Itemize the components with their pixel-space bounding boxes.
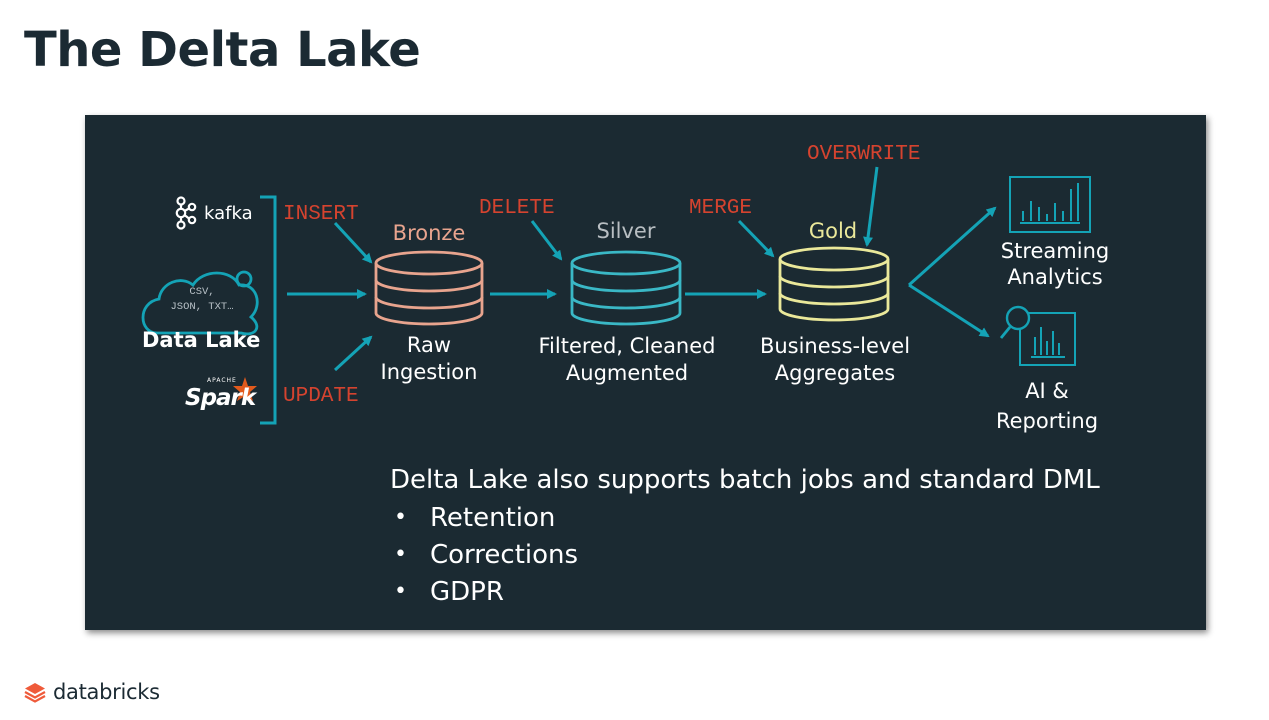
silver-desc-line1: Filtered, Cleaned — [538, 334, 716, 358]
ai-reporting-label: AI & Reporting — [977, 376, 1117, 436]
dml-notes: Delta Lake also supports batch jobs and … — [390, 465, 1100, 610]
gold-tier-label: Gold — [808, 219, 858, 243]
delete-op-label: DELETE — [479, 197, 555, 220]
streaming-chart-icon — [1009, 176, 1091, 233]
databricks-logo: databricks — [23, 677, 160, 707]
spark-label: Spark — [185, 385, 256, 411]
bullet-icon: • — [394, 505, 407, 530]
gold-desc-line1: Business-level — [759, 334, 911, 358]
bronze-tier-description: Raw Ingestion — [349, 332, 509, 386]
kafka-label: kafka — [204, 203, 253, 224]
page-title: The Delta Lake — [24, 22, 421, 78]
cloud-formats-text: CSV, JSON, TXT… — [157, 285, 247, 315]
databricks-wordmark: databricks — [53, 680, 160, 704]
streaming-analytics-label: Streaming Analytics — [985, 238, 1125, 290]
insert-op-label: INSERT — [283, 203, 359, 226]
data-lake-label: Data Lake — [142, 328, 261, 352]
bronze-tier-label: Bronze — [392, 221, 466, 245]
bullet-icon: • — [394, 542, 407, 567]
ai-line1: AI & — [1025, 379, 1069, 403]
flow-arrows — [287, 166, 997, 372]
bronze-desc-line1: Raw — [406, 333, 452, 357]
kafka-icon — [175, 196, 197, 230]
bronze-database-icon — [374, 250, 484, 326]
note-retention: Retention — [430, 502, 556, 533]
cloud-formats-line1: CSV, — [189, 286, 215, 298]
streaming-line2: Analytics — [1007, 265, 1103, 289]
list-item: • Corrections — [390, 536, 1100, 573]
gold-tier-description: Business-level Aggregates — [740, 333, 930, 387]
notes-list: • Retention • Corrections • GDPR — [390, 499, 1100, 610]
delta-lake-diagram: kafka CSV, JSON, TXT… Data Lake APACHE S… — [85, 115, 1206, 630]
diagram-graphics — [141, 166, 1091, 425]
databricks-logo-icon — [24, 683, 46, 703]
update-op-label: UPDATE — [283, 385, 359, 408]
list-item: • Retention — [390, 499, 1100, 536]
bullet-icon: • — [394, 579, 407, 604]
merge-op-label: MERGE — [689, 197, 753, 220]
silver-tier-label: Silver — [596, 219, 656, 243]
cloud-icon — [141, 270, 259, 336]
silver-database-icon — [570, 250, 682, 326]
note-corrections: Corrections — [430, 539, 579, 570]
notes-intro: Delta Lake also supports batch jobs and … — [390, 465, 1100, 495]
note-gdpr: GDPR — [430, 576, 504, 607]
ai-line2: Reporting — [995, 409, 1099, 433]
ai-reporting-icon — [999, 305, 1076, 366]
gold-database-icon — [778, 246, 890, 322]
spark-apache-label: APACHE — [207, 377, 237, 384]
spark-star-icon — [233, 377, 257, 401]
sources-bracket — [260, 195, 277, 425]
silver-desc-line2: Augmented — [565, 361, 689, 385]
streaming-line1: Streaming — [1000, 239, 1110, 263]
bronze-desc-line2: Ingestion — [380, 360, 478, 384]
overwrite-op-label: OVERWRITE — [807, 143, 921, 166]
gold-desc-line2: Aggregates — [774, 361, 896, 385]
cloud-formats-line2: JSON, TXT… — [170, 301, 234, 313]
list-item: • GDPR — [390, 573, 1100, 610]
silver-tier-description: Filtered, Cleaned Augmented — [527, 333, 727, 387]
